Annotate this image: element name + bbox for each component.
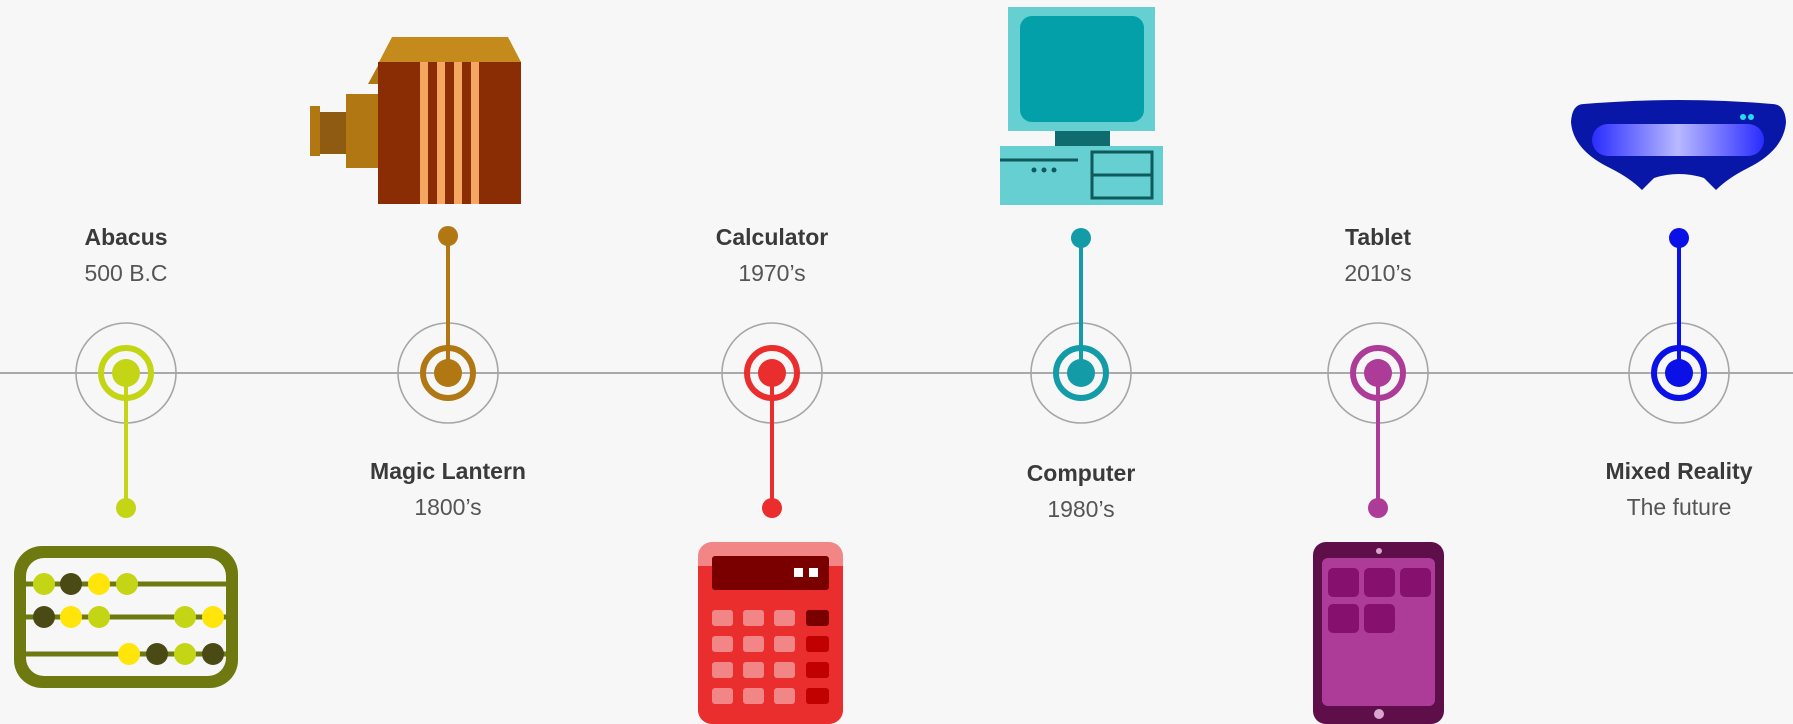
milestone-label-lantern: Magic Lantern 1800’s <box>328 460 568 519</box>
milestone-label-computer: Computer 1980’s <box>961 462 1201 521</box>
milestone-label-mixed-reality: Mixed Reality The future <box>1559 460 1793 519</box>
milestone-node-lantern <box>397 226 499 424</box>
milestone-node-computer <box>1030 228 1132 424</box>
milestone-label-abacus: Abacus 500 B.C <box>6 226 246 285</box>
milestone-node-mixed-reality <box>1628 228 1730 424</box>
abacus-icon <box>14 546 238 688</box>
milestone-title: Abacus <box>84 224 168 250</box>
milestone-date: The future <box>1626 494 1732 520</box>
tablet-icon <box>1313 542 1444 724</box>
milestone-date: 1970’s <box>738 260 806 286</box>
milestone-title: Mixed Reality <box>1605 458 1753 484</box>
milestone-date: 1800’s <box>414 494 482 520</box>
calculator-icon <box>698 542 843 724</box>
milestone-node-tablet <box>1327 322 1429 518</box>
milestone-label-tablet: Tablet 2010’s <box>1258 226 1498 285</box>
milestone-node-abacus <box>75 322 177 518</box>
milestone-date: 500 B.C <box>84 260 168 286</box>
milestone-title: Computer <box>1026 460 1136 486</box>
milestone-date: 1980’s <box>1047 496 1115 522</box>
milestone-date: 2010’s <box>1344 260 1412 286</box>
computer-icon <box>1000 7 1163 205</box>
milestone-title: Tablet <box>1344 224 1412 250</box>
milestone-title: Magic Lantern <box>370 458 526 484</box>
milestone-title: Calculator <box>715 224 829 250</box>
magic-lantern-icon <box>310 37 521 204</box>
milestone-node-calculator <box>721 322 823 518</box>
milestone-label-calculator: Calculator 1970’s <box>652 226 892 285</box>
mixed-reality-headset-icon <box>1571 100 1786 190</box>
